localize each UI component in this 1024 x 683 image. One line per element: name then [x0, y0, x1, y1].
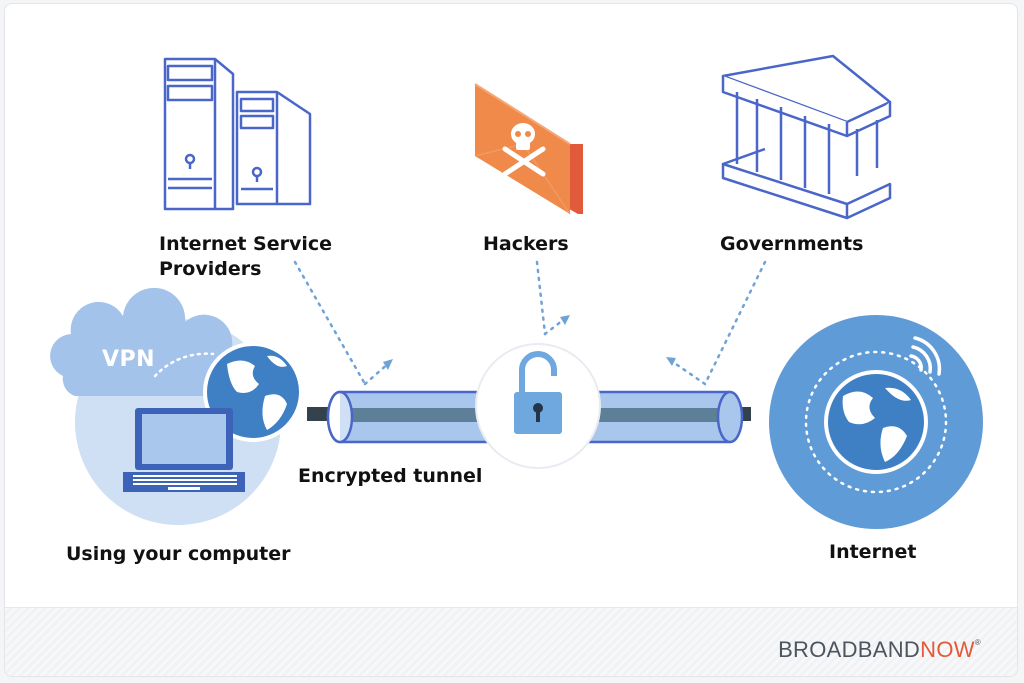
- isp-label-line2: Providers: [159, 258, 262, 280]
- vpn-label: VPN: [102, 347, 156, 372]
- computer-label: Using your computer: [66, 543, 291, 565]
- isp-label-line1: Internet Service: [159, 233, 333, 255]
- wifi-icon: [909, 336, 942, 376]
- hackers-label: Hackers: [483, 233, 569, 255]
- arrow-heads: [383, 315, 676, 370]
- internet-label: Internet: [829, 541, 917, 563]
- brand-logo-part1: BROADBAND: [778, 637, 921, 662]
- isp-label: Internet Service Providers: [159, 232, 332, 282]
- footer: BROADBANDNOW®: [5, 607, 1017, 676]
- laptop-icon: [123, 408, 245, 492]
- internet-illustration: [769, 315, 983, 529]
- tunnel-label: Encrypted tunnel: [298, 465, 483, 487]
- brand-logo-part2: NOW: [920, 637, 975, 662]
- computer-illustration: [50, 287, 303, 525]
- governments-label: Governments: [720, 233, 864, 255]
- hacker-envelope-icon: [474, 83, 583, 215]
- brand-registered-mark: ®: [974, 638, 981, 647]
- vpn-cloud-icon: [50, 287, 233, 396]
- vpn-diagram: [50, 54, 983, 529]
- government-building-icon: [721, 54, 892, 220]
- globe-icon: [824, 370, 928, 474]
- brand-logo: BROADBANDNOW®: [778, 637, 981, 663]
- server-icon: [163, 57, 312, 211]
- padlock-icon: [475, 343, 601, 469]
- diagram-card: VPN Internet Service Providers Hackers G…: [4, 3, 1018, 677]
